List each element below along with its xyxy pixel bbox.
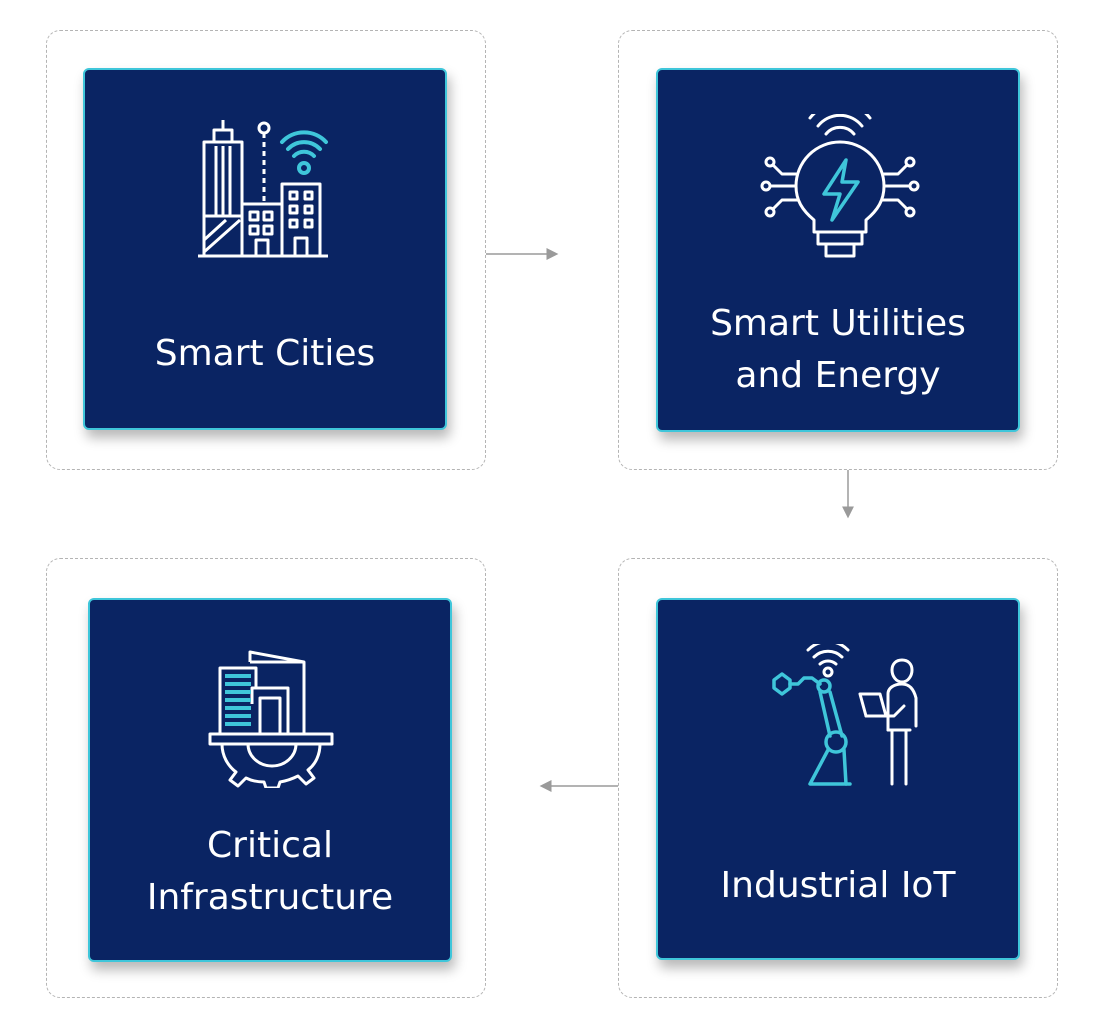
industrial-robot-icon (772, 644, 918, 786)
frame-industrial-iot (618, 558, 1058, 998)
smart-city-icon (198, 120, 328, 258)
card-smart-utilities: Smart Utilities and Energy (656, 68, 1020, 432)
frame-smart-utilities (618, 30, 1058, 470)
card-smart-cities: Smart Cities (83, 68, 447, 430)
step-label-critical-infrastructure: Critical Infrastructure (146, 825, 394, 918)
step-label-smart-cities: Smart Cities (154, 333, 376, 374)
step-label-industrial-iot: Industrial IoT (720, 865, 956, 906)
card-critical-infrastructure: Critical Infrastructure (88, 598, 452, 962)
frame-smart-cities (46, 30, 486, 470)
card-industrial-iot: Industrial IoT (656, 598, 1020, 960)
frame-critical-infrastructure (46, 558, 486, 998)
infrastructure-gear-icon (208, 650, 334, 788)
smart-bulb-icon (760, 114, 920, 258)
step-label-smart-utilities: Smart Utilities and Energy (710, 303, 966, 396)
